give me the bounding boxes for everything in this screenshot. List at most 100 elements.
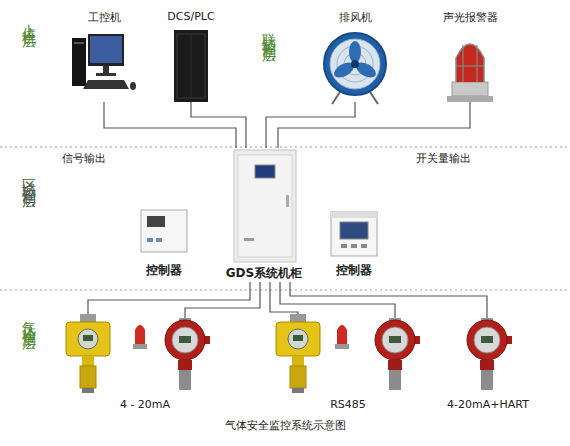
computer-illustration: [96, 73, 116, 76]
cabinet-illustration: [234, 150, 296, 262]
gas-detector-yellow: [66, 322, 110, 356]
fan-illustration: [330, 39, 380, 89]
gas-detector-yellow: [66, 314, 320, 393]
field-wire: [290, 282, 487, 318]
gas-detector-red: [389, 370, 401, 390]
fan-illustration: [370, 92, 378, 104]
layer-separator: [0, 289, 570, 290]
signal-label: RS485: [278, 398, 418, 411]
gas-detector-yellow: [78, 329, 98, 349]
controller-illustration: [361, 244, 367, 248]
controller-illustration: [147, 216, 165, 227]
computer-illustration: [74, 42, 84, 44]
alarm-illustration: [462, 45, 463, 82]
fan-illustration: [324, 33, 386, 104]
dcs-plc-node: DCS/PLC: [160, 10, 222, 102]
fan-illustration: [349, 41, 361, 63]
field-wire: [88, 282, 487, 318]
gas-detector-yellow: [80, 366, 96, 388]
signal-label: 4 - 20mA: [75, 398, 215, 411]
node-label: 声光报警器: [443, 10, 498, 25]
gas-detector-yellow: [82, 356, 94, 366]
gas-detector-yellow: [290, 314, 306, 322]
signal-wire: [266, 102, 355, 148]
alarm-illustration: [456, 44, 484, 82]
controller-illustration: [331, 212, 377, 256]
alarm-illustration: [447, 96, 493, 102]
field-wire: [270, 282, 298, 316]
gas-detector-yellow: [290, 366, 306, 388]
beacon-illustration: [335, 344, 349, 349]
controller-illustration: [141, 210, 377, 256]
gas-detector-red: [172, 327, 198, 353]
cabinet-illustration: [238, 155, 292, 257]
layer-name: 上位机层: [20, 12, 38, 28]
output-label: 信号输出: [62, 151, 106, 166]
layer-name: 区域控制层: [20, 168, 38, 188]
controller-illustration: [331, 212, 377, 218]
gas-detector-red: [179, 370, 191, 390]
gas-detector-red: [388, 360, 402, 370]
field-wire: [88, 282, 250, 316]
fan-illustration: [351, 60, 359, 68]
signal-wire: [104, 102, 236, 148]
alarm-illustration: [452, 82, 488, 96]
signal-wire: [278, 102, 470, 148]
cabinet-illustration: [286, 195, 289, 207]
controller-illustration: [141, 210, 187, 252]
gas-detector-red: [375, 320, 415, 360]
gas-detector-yellow: [293, 335, 303, 341]
fan-illustration: [324, 33, 386, 95]
field-wire: [280, 282, 395, 318]
controller-node: 控制器: [322, 205, 386, 279]
cabinet-illustration: [244, 238, 254, 241]
computer-node: 工控机: [68, 10, 140, 102]
gas-detector-red: [481, 370, 493, 390]
layer-separator: [0, 146, 570, 147]
controller-node: 控制器: [132, 205, 196, 279]
beacon-illustration: [135, 325, 145, 344]
signal-label: 4-20mA+HART: [418, 398, 558, 411]
gas-detector-yellow: [82, 388, 94, 393]
controller-illustration: [156, 238, 162, 242]
beacon-illustration: [337, 325, 347, 344]
computer-illustration: [72, 38, 86, 86]
gas-detector-yellow: [292, 388, 304, 393]
beacon-illustration: [133, 344, 147, 349]
fan-node: 排风机: [320, 10, 390, 102]
gas-detector-red: [165, 320, 205, 360]
gas-detector-red: [165, 318, 512, 390]
node-label: 工控机: [88, 10, 121, 25]
node-label: DCS/PLC: [167, 10, 214, 23]
gas-detector-yellow: [276, 322, 320, 356]
gas-detector-red: [480, 360, 494, 370]
gas-detector-red: [467, 320, 507, 360]
controller-illustration: [341, 244, 347, 248]
alarm-node: 声光报警器: [435, 10, 505, 102]
cabinet-illustration: [234, 150, 296, 262]
layer-name: 气体检测层: [20, 310, 38, 330]
beacon-illustration: [133, 325, 349, 349]
node-label: GDS系统机柜: [226, 265, 302, 282]
controller-illustration: [351, 244, 357, 248]
controller-illustration: [340, 222, 368, 239]
layer-separator: [0, 147, 570, 290]
gas-detector-yellow: [80, 314, 96, 322]
controller-illustration: [147, 238, 153, 242]
cabinet-illustration: [255, 165, 275, 178]
alarm-illustration: [456, 65, 484, 66]
layer-name: 联锁控制层: [260, 22, 278, 42]
server-illustration: [177, 34, 205, 98]
fan-illustration: [332, 92, 340, 104]
gas-detector-red: [474, 327, 500, 353]
computer-illustration: [72, 34, 136, 90]
gas-detector-red: [389, 336, 401, 343]
alarm-illustration: [476, 45, 477, 82]
gas-detector-yellow: [83, 335, 93, 341]
server-illustration: [191, 34, 192, 98]
gas-detector-red: [178, 360, 192, 370]
gas-detector-red: [382, 327, 408, 353]
